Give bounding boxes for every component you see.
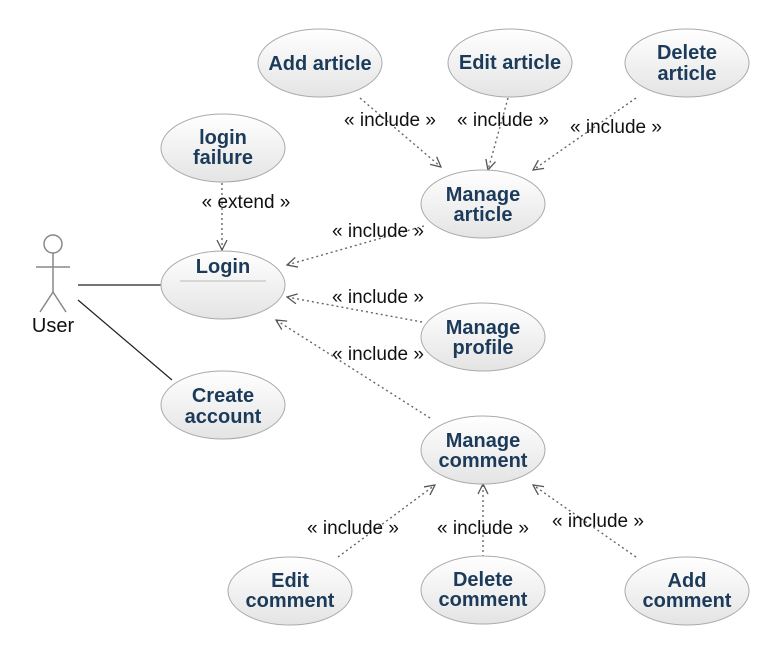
use-case-label-line-1: Edit: [271, 570, 309, 592]
use-case-label-line-2: comment: [439, 589, 528, 611]
use-case-add-article[interactable]: Add article: [257, 28, 383, 98]
use-case-label-line-1: login: [199, 127, 247, 149]
use-case-label-line-2: article: [454, 204, 513, 226]
label-login-failure-extend: « extend »: [202, 192, 291, 213]
use-case-label-line-2: account: [185, 406, 262, 428]
association-user-create-account: [77, 299, 173, 381]
use-case-label: Add article: [268, 53, 371, 75]
actor-name: User: [32, 315, 75, 337]
use-case-label-line-2: comment: [439, 450, 528, 472]
edge-add-article-include: [359, 97, 441, 167]
use-case-label-line-1: Add: [668, 570, 707, 592]
use-case-delete-article[interactable]: Delete article: [624, 28, 750, 98]
label-edit-comment-include: « include »: [307, 518, 399, 539]
use-case-delete-comment[interactable]: Delete comment: [420, 555, 546, 625]
label-add-comment-include: « include »: [552, 511, 644, 532]
use-case-label: Edit article: [459, 52, 561, 74]
edge-manage-comment-include: [276, 320, 431, 419]
use-case-label-line-1: Create: [192, 385, 254, 407]
edge-edit-article-include: [488, 97, 509, 170]
use-case-label-line-1: Manage: [446, 430, 520, 452]
use-case-label-line-2: article: [658, 63, 717, 85]
use-case-label-line-1: Delete: [453, 569, 513, 591]
actor-user[interactable]: User: [32, 234, 75, 337]
label-manage-profile-include: « include »: [332, 287, 424, 308]
edge-edit-comment-include: [337, 485, 435, 558]
label-delete-comment-include: « include »: [437, 518, 529, 539]
use-case-login[interactable]: Login: [160, 250, 286, 320]
use-case-label-line-1: Delete: [657, 42, 717, 64]
use-case-label-line-1: Manage: [446, 184, 520, 206]
use-case-label-line-2: comment: [246, 590, 335, 612]
use-case-manage-comment[interactable]: Manage comment: [420, 415, 546, 485]
use-case-label-line-2: profile: [452, 337, 513, 359]
label-manage-article-include: « include »: [332, 221, 424, 242]
edge-manage-article-include: [287, 225, 425, 265]
use-case-edit-article[interactable]: Edit article: [447, 28, 573, 98]
label-manage-comment-include: « include »: [332, 344, 424, 365]
use-case-manage-article[interactable]: Manage article: [420, 169, 546, 239]
use-case-label-line-1: Manage: [446, 317, 520, 339]
label-edit-article-include: « include »: [457, 110, 549, 131]
use-case-add-comment[interactable]: Add comment: [624, 556, 750, 626]
label-delete-article-include: « include »: [570, 117, 662, 138]
use-case-login-failure[interactable]: login failure: [160, 113, 286, 183]
use-case-label-line-2: failure: [193, 147, 253, 169]
use-case-edit-comment[interactable]: Edit comment: [227, 556, 353, 626]
label-add-article-include: « include »: [344, 110, 436, 131]
use-case-manage-profile[interactable]: Manage profile: [420, 302, 546, 372]
actor-left-leg: [39, 291, 54, 313]
use-case-label-line-2: comment: [643, 590, 732, 612]
use-case-create-account[interactable]: Create account: [160, 370, 286, 440]
actor-head: [43, 234, 63, 254]
use-case-label: Login: [196, 256, 250, 278]
actor-right-leg: [52, 291, 67, 313]
edge-add-comment-include: [533, 485, 637, 558]
edge-delete-article-include: [533, 97, 637, 170]
